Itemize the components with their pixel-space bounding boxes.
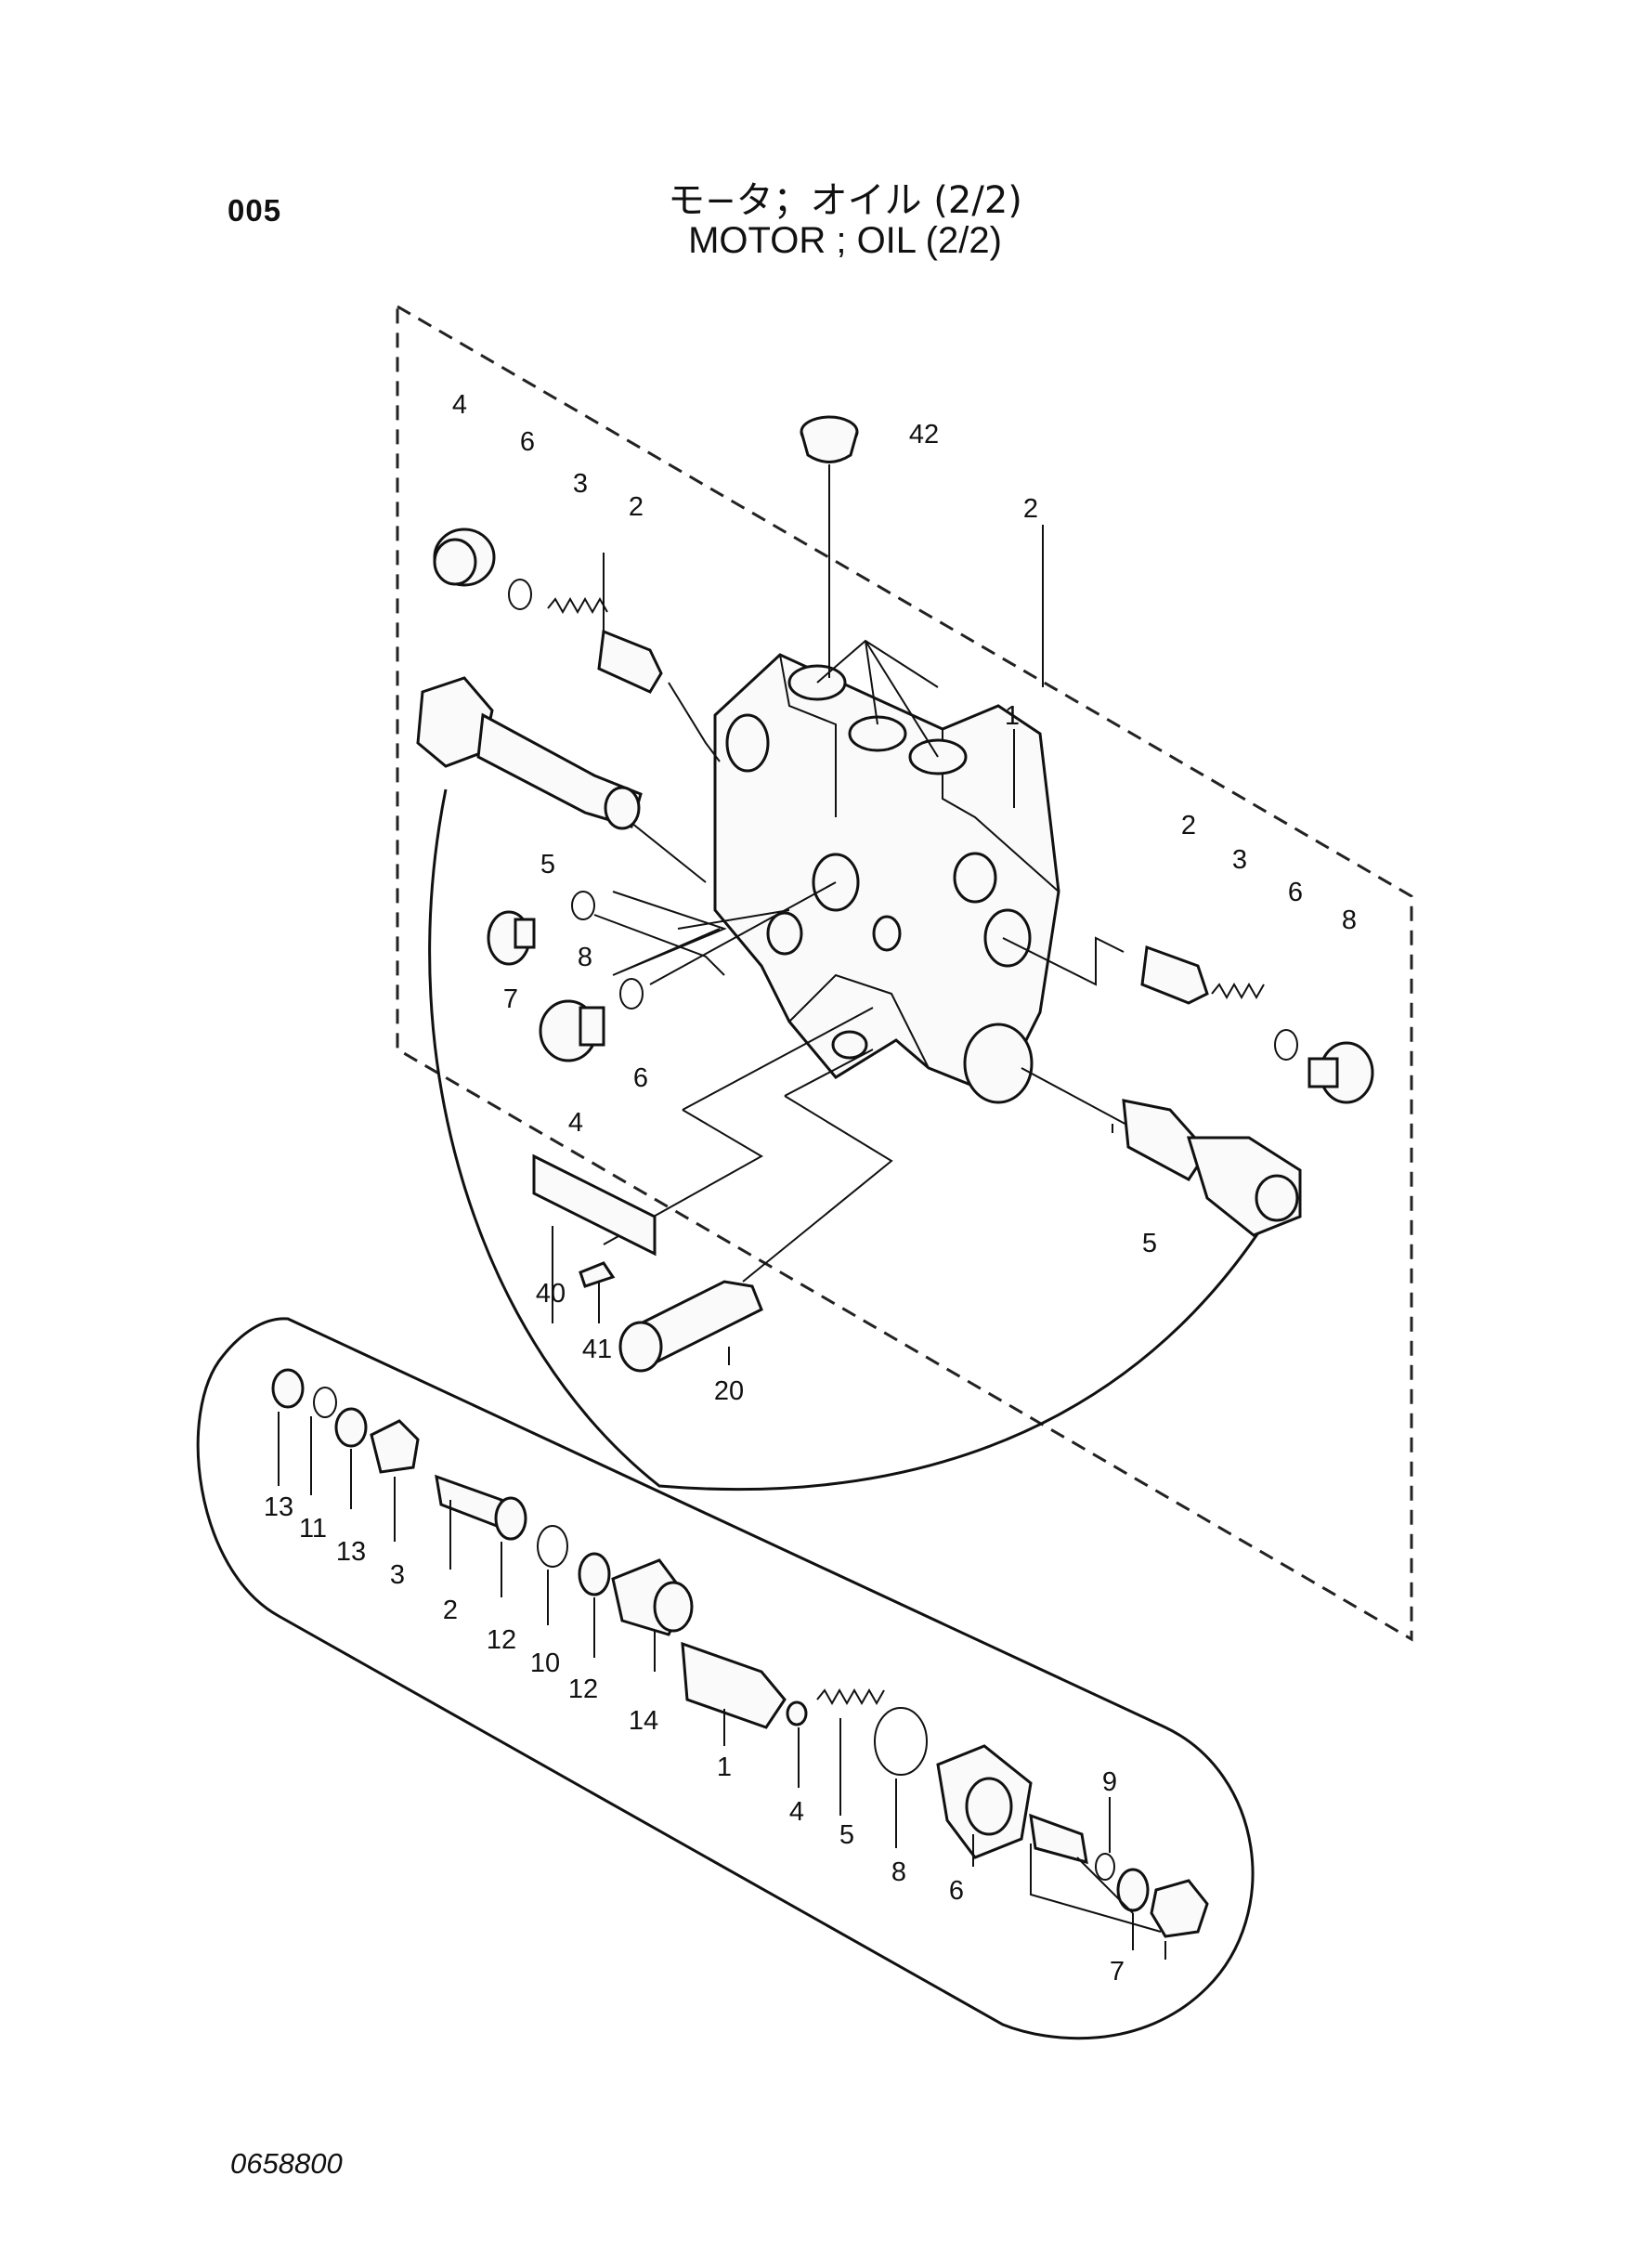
callout-label: 3 (1232, 845, 1247, 875)
callout-label: 40 (536, 1279, 566, 1309)
callout-labels-upper: 4 6 3 2 42 2 5 1 8 7 6 4 2 3 6 8 5 40 41… (452, 390, 1357, 1406)
callout-label: 3 (573, 469, 588, 499)
callout-label: 13 (264, 1492, 293, 1522)
callout-label: 2 (443, 1596, 458, 1625)
callout-label: 4 (452, 390, 467, 420)
upper-parts (416, 415, 1374, 1373)
page-title-english: MOTOR ; OIL (2/2) (688, 220, 1002, 261)
detail-callout-curve (428, 788, 1265, 1492)
callout-label: 13 (336, 1537, 366, 1567)
leader-lines-upper (552, 464, 1143, 1365)
callout-label: 11 (299, 1514, 327, 1544)
callout-label: 7 (1110, 1957, 1125, 1987)
callout-label: 7 (503, 984, 518, 1014)
assembly-boundary (396, 304, 1413, 1642)
callout-label: 6 (949, 1876, 964, 1906)
callout-label: 41 (582, 1335, 612, 1364)
callout-label: 14 (629, 1706, 658, 1736)
callout-label: 5 (540, 850, 555, 879)
callout-label: 42 (909, 420, 939, 449)
callout-label: 12 (568, 1674, 598, 1704)
lower-detail-parts (271, 1368, 1209, 1960)
callout-label: 2 (629, 492, 644, 522)
callout-label: 4 (789, 1797, 804, 1827)
callout-label: 1 (717, 1752, 732, 1782)
callout-label: 6 (1288, 878, 1303, 907)
callout-label: 2 (1023, 494, 1038, 524)
callout-label: 6 (520, 427, 535, 457)
callout-label: 6 (633, 1063, 648, 1093)
page-number: 005 (228, 193, 282, 228)
callout-labels-lower: 13 11 13 3 2 12 10 12 14 1 4 5 8 6 9 7 (264, 1492, 1125, 1987)
callout-label: 5 (1142, 1229, 1157, 1258)
callout-label: 3 (390, 1560, 405, 1590)
callout-label: 2 (1181, 811, 1196, 840)
callout-label: 12 (487, 1625, 516, 1655)
callout-label: 1 (1005, 701, 1020, 731)
callout-label: 10 (530, 1648, 560, 1678)
callout-label: 5 (839, 1820, 854, 1850)
callout-label: 20 (714, 1376, 744, 1406)
drawing-number: 0658800 (230, 2147, 343, 2180)
callout-label: 8 (578, 943, 592, 972)
valve-body (713, 653, 1060, 1104)
callout-label: 8 (891, 1857, 906, 1887)
callout-label: 4 (568, 1108, 583, 1138)
callout-label: 9 (1102, 1767, 1117, 1797)
detail-capsule-outline (196, 1317, 1255, 2040)
page-title-japanese: モ−タ；オイル (2/2) (668, 179, 1022, 222)
callout-label: 8 (1342, 905, 1357, 935)
